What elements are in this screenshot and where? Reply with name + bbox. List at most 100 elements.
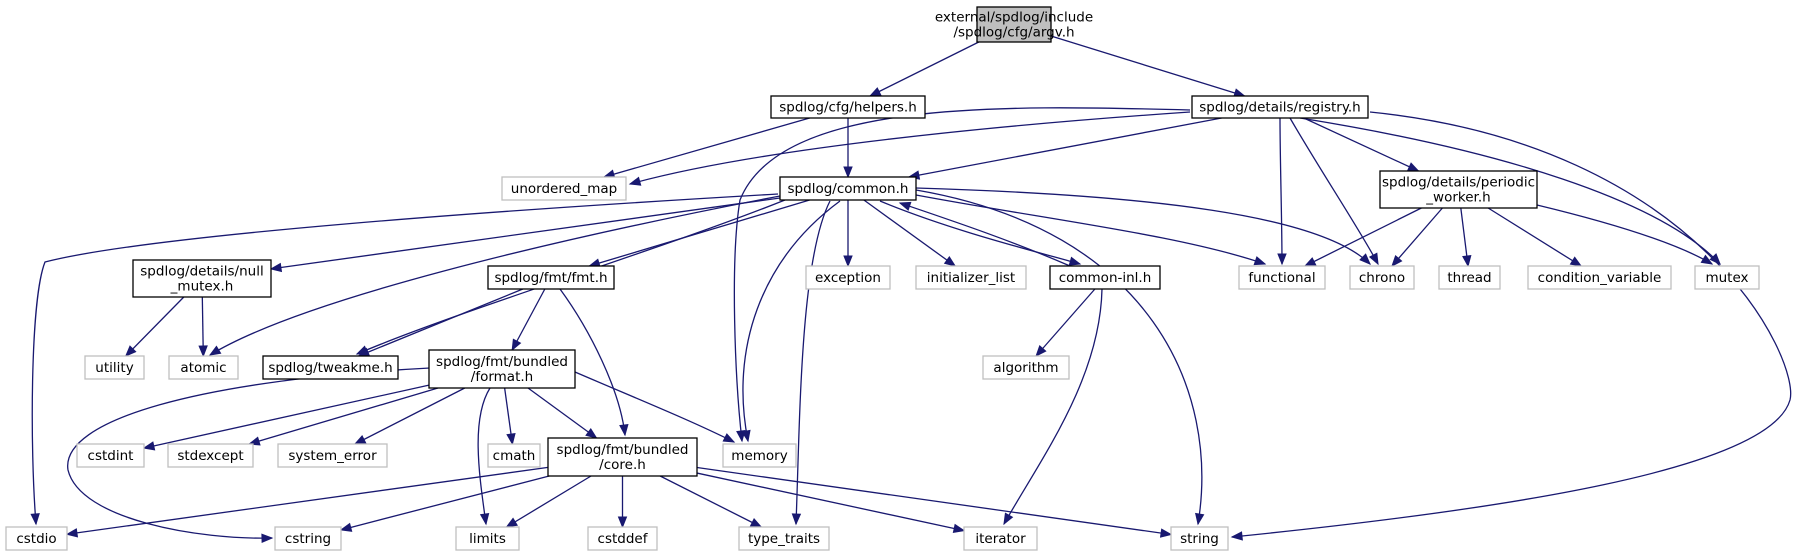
edge-periodic-worker-to-functional (1303, 207, 1422, 267)
node-utility-box (84, 355, 145, 380)
edge-common-to-exception-arrowhead (843, 255, 853, 268)
node-core-box (547, 437, 698, 477)
node-null-mutex-label-line-1: spdlog/details/null (140, 264, 263, 280)
node-string[interactable]: string (1170, 526, 1229, 551)
node-memory[interactable]: memory (722, 443, 797, 468)
edge-common-inl-to-iterator-arrowhead (1003, 512, 1014, 526)
node-core-label-line-1: spdlog/fmt/bundled (557, 442, 689, 458)
node-utility[interactable]: utility (84, 355, 145, 380)
edge-format-to-core (527, 387, 598, 439)
edge-fmt-to-tweakme (357, 288, 524, 357)
node-mutex[interactable]: mutex (1694, 265, 1760, 290)
edge-common-to-null-mutex-arrowhead (269, 262, 283, 273)
node-cstddef-label: cstddef (598, 531, 649, 547)
edge-format-to-limits (477, 387, 491, 526)
node-algorithm-label: algorithm (993, 360, 1058, 376)
edge-core-to-limits-line (506, 475, 592, 528)
node-cstdint-label: cstdint (88, 448, 134, 464)
node-initializer-list[interactable]: initializer_list (915, 265, 1027, 290)
edge-common-to-memory (741, 200, 841, 443)
node-algorithm[interactable]: algorithm (982, 355, 1070, 380)
node-cstdio-box (5, 526, 68, 551)
node-core[interactable]: spdlog/fmt/bundled/core.h (547, 437, 698, 477)
edge-registry-to-unordered-map-line (629, 111, 1191, 185)
edge-registry-to-unordered-map (628, 111, 1191, 186)
edge-format-to-cstring-line (67, 367, 431, 539)
node-type-traits[interactable]: type_traits (738, 526, 830, 551)
node-common[interactable]: spdlog/common.h (779, 176, 917, 201)
edge-format-to-limits-arrowhead (479, 512, 490, 526)
node-exception[interactable]: exception (805, 265, 891, 290)
edge-format-to-stdexcept (247, 387, 439, 446)
edge-format-to-stdexcept-arrowhead (247, 436, 261, 446)
node-atomic[interactable]: atomic (168, 355, 239, 380)
edge-core-to-iterator-arrowhead (952, 523, 966, 534)
node-periodic-worker-label-line-2: _worker.h (1425, 190, 1490, 206)
edge-fmt-to-format-line (511, 288, 546, 351)
node-tweakme[interactable]: spdlog/tweakme.h (262, 355, 399, 380)
node-mutex-label: mutex (1705, 270, 1748, 286)
edge-registry-to-memory-line (733, 107, 1191, 442)
edge-argv-to-helpers (868, 41, 980, 97)
node-argv-label-line-2: /spdlog/cfg/argv.h (953, 25, 1074, 41)
node-periodic-worker[interactable]: spdlog/details/periodic_worker.h (1379, 170, 1538, 209)
edge-common-inl-to-common-line (899, 202, 1071, 267)
node-chrono[interactable]: chrono (1349, 265, 1415, 290)
node-stdexcept[interactable]: stdexcept (167, 443, 254, 468)
node-cstring-label: cstring (285, 531, 331, 547)
node-cstdio[interactable]: cstdio (5, 526, 68, 551)
node-cstddef-box (587, 526, 658, 551)
node-unordered-map[interactable]: unordered_map (501, 176, 627, 201)
node-argv-label-line-1: external/spdlog/include (935, 10, 1093, 26)
edge-common-to-initializer-list-line (863, 199, 956, 267)
node-unordered-map-box (501, 176, 627, 201)
edge-periodic-worker-to-functional-line (1304, 207, 1422, 267)
edge-common-to-fmt (588, 199, 810, 268)
edge-fmt-to-format (511, 288, 546, 352)
node-registry[interactable]: spdlog/details/registry.h (1191, 95, 1369, 119)
edge-common-inl-to-algorithm (1035, 288, 1096, 358)
node-chrono-box (1349, 265, 1415, 290)
node-type-traits-label: type_traits (748, 531, 820, 547)
node-system-error[interactable]: system_error (277, 443, 388, 468)
node-null-mutex[interactable]: spdlog/details/null_mutex.h (132, 259, 272, 298)
edge-periodic-worker-to-thread-arrowhead (1462, 254, 1472, 268)
node-condition-variable[interactable]: condition_variable (1527, 265, 1672, 290)
edge-common-to-common-inl-arrowhead (1068, 256, 1082, 266)
edge-periodic-worker-to-chrono (1391, 207, 1443, 268)
node-memory-label: memory (731, 448, 787, 464)
node-limits-box (455, 526, 520, 551)
node-format[interactable]: spdlog/fmt/bundled/format.h (428, 349, 576, 389)
node-helpers[interactable]: spdlog/cfg/helpers.h (770, 95, 926, 119)
edge-common-to-common-inl-line (879, 200, 1081, 265)
edge-null-mutex-to-utility-line (125, 296, 185, 357)
node-cstdint[interactable]: cstdint (76, 443, 145, 468)
edge-core-to-type-traits-arrowhead (749, 518, 763, 528)
node-unordered-map-label: unordered_map (511, 181, 617, 197)
edge-core-to-cstring-arrowhead (339, 522, 353, 532)
node-fmt[interactable]: spdlog/fmt/fmt.h (487, 265, 615, 290)
node-common-inl[interactable]: common-inl.h (1049, 265, 1161, 290)
node-tweakme-label: spdlog/tweakme.h (268, 360, 392, 376)
edge-common-to-type-traits-line (795, 200, 831, 525)
node-limits-label: limits (469, 531, 506, 547)
node-iterator-box (963, 526, 1038, 551)
node-cstring[interactable]: cstring (274, 526, 342, 551)
node-limits[interactable]: limits (455, 526, 520, 551)
node-iterator[interactable]: iterator (963, 526, 1038, 551)
edge-common-to-memory-line (742, 200, 841, 442)
node-functional[interactable]: functional (1238, 265, 1326, 290)
edge-format-to-stdexcept-line (249, 387, 439, 445)
edge-core-to-limits (505, 475, 592, 528)
node-argv[interactable]: external/spdlog/include/spdlog/cfg/argv.… (935, 6, 1093, 43)
node-common-inl-label: common-inl.h (1059, 270, 1152, 286)
node-cstddef[interactable]: cstddef (587, 526, 658, 551)
node-cmath[interactable]: cmath (487, 443, 541, 468)
edge-common-to-memory-arrowhead (741, 429, 751, 443)
edge-null-mutex-to-atomic-arrowhead (198, 345, 208, 358)
edge-core-to-cstdio (65, 466, 549, 538)
node-format-label-line-2: /format.h (471, 369, 533, 385)
node-thread[interactable]: thread (1438, 265, 1501, 290)
node-common-box (779, 176, 917, 201)
node-format-label-line-1: spdlog/fmt/bundled (436, 354, 568, 370)
